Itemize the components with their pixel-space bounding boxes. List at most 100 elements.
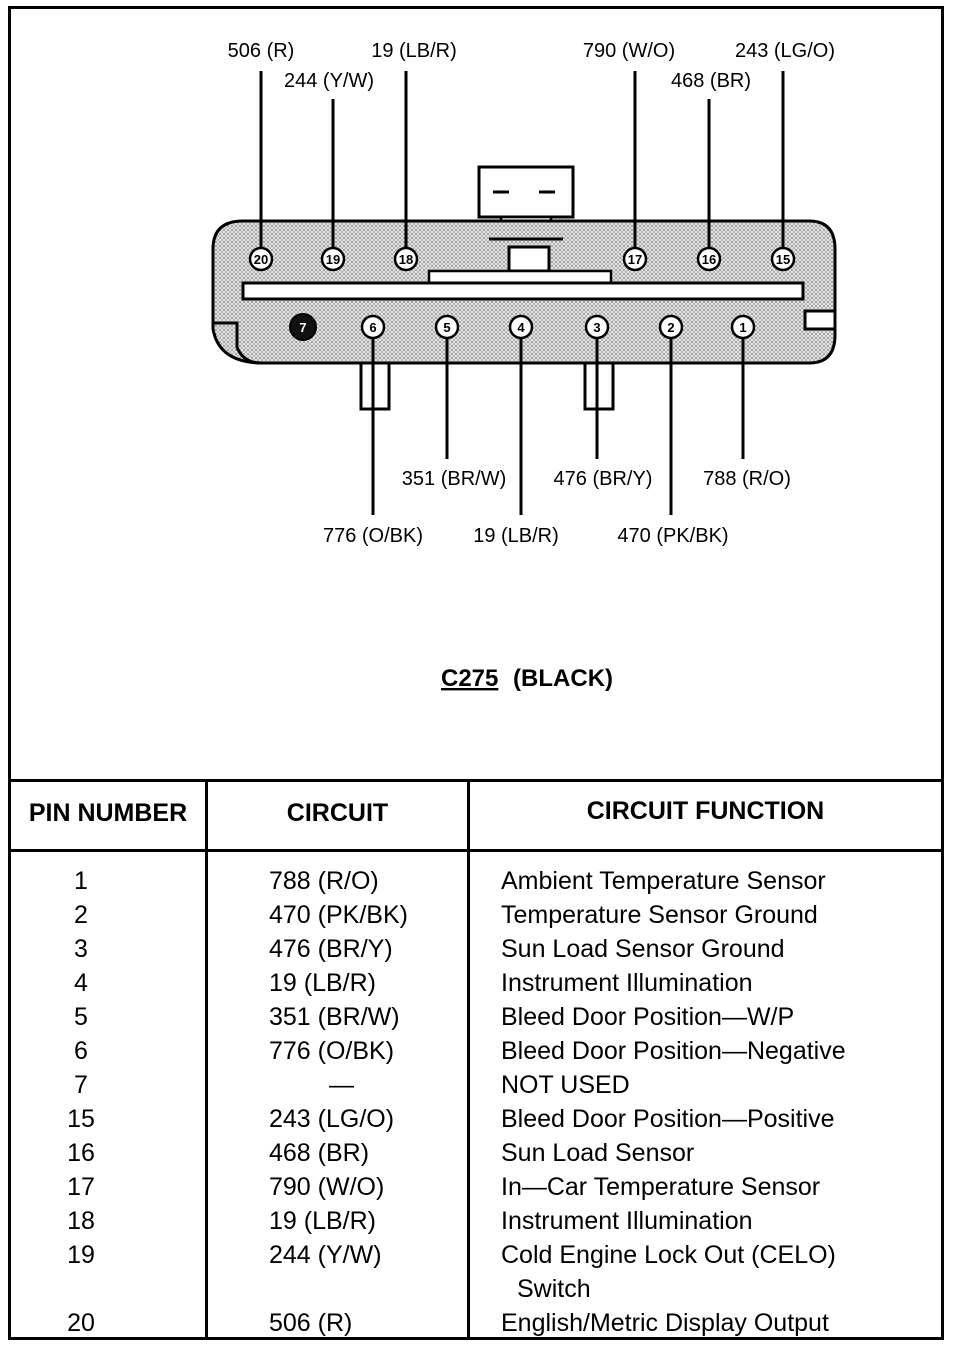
- top-row-wires: [259, 71, 785, 247]
- wire-label-pin-19: 244 (Y/W): [284, 70, 374, 92]
- svg-text:19: 19: [326, 252, 340, 267]
- function-cell: Cold Engine Lock Out (CELO): [501, 1241, 836, 1269]
- wire-label-pin-3: 476 (BR/Y): [554, 468, 653, 490]
- table-row: 20 506 (R) English/Metric Display Output: [11, 1309, 947, 1343]
- pin-cell: 7: [74, 1071, 88, 1099]
- circuit-cell: 788 (R/O): [269, 867, 379, 895]
- circuit-cell: 243 (LG/O): [269, 1105, 395, 1133]
- pin-cell: 1: [74, 867, 88, 895]
- wire-label-pin-18: 19 (LB/R): [371, 40, 457, 62]
- wire-label-pin-5: 351 (BR/W): [402, 468, 506, 490]
- pin-cell: 20: [67, 1309, 95, 1337]
- pin-cell: 6: [74, 1037, 88, 1065]
- function-cell: Sun Load Sensor: [501, 1139, 695, 1167]
- pin-19: 19: [320, 246, 346, 272]
- function-cell: NOT USED: [501, 1071, 630, 1099]
- wire-label-pin-17: 790 (W/O): [583, 40, 675, 62]
- circuit-cell: 19 (LB/R): [269, 969, 376, 997]
- table-row: 5 351 (BR/W) Bleed Door Position—W/P: [11, 1003, 947, 1037]
- pin-15: 15: [770, 246, 796, 272]
- function-cell: In—Car Temperature Sensor: [501, 1173, 821, 1201]
- pin-4: 4: [508, 314, 534, 340]
- table-row: 3 476 (BR/Y) Sun Load Sensor Ground: [11, 935, 947, 969]
- function-cell: Ambient Temperature Sensor: [501, 867, 826, 895]
- table-row: 7 — NOT USED: [11, 1071, 947, 1105]
- svg-text:17: 17: [628, 252, 642, 267]
- function-cell: Instrument Illumination: [501, 1207, 753, 1235]
- circuit-cell: 476 (BR/Y): [269, 935, 393, 963]
- function-cell: Bleed Door Position—W/P: [501, 1003, 795, 1031]
- wire-label-pin-16: 468 (BR): [671, 70, 751, 92]
- wire-label-pin-1: 788 (R/O): [703, 468, 791, 490]
- table-header-rule: [11, 849, 941, 852]
- figure-frame: 20 19 18 17 16 15 7 6: [8, 6, 944, 1340]
- pin-cell: 15: [67, 1105, 95, 1133]
- pin-cell: 17: [67, 1173, 95, 1201]
- connector-diagram: 20 19 18 17 16 15 7 6: [211, 40, 837, 692]
- pin-cell: 4: [74, 969, 88, 997]
- function-cell: Bleed Door Position—Positive: [501, 1105, 835, 1133]
- svg-text:18: 18: [399, 252, 413, 267]
- table-divider-2: [467, 779, 470, 1337]
- pin-7: 7: [289, 313, 317, 341]
- wire-label-pin-2: 470 (PK/BK): [617, 525, 728, 547]
- table-top-rule: [11, 779, 941, 782]
- function-cell: English/Metric Display Output: [501, 1309, 829, 1337]
- header-circuit-function: CIRCUIT FUNCTION: [586, 797, 825, 825]
- wire-label-pin-15: 243 (LG/O): [735, 40, 835, 62]
- circuit-cell: 506 (R): [269, 1309, 353, 1337]
- pin-6: 6: [360, 314, 386, 340]
- function-cell-continuation: Switch: [517, 1275, 591, 1303]
- pin-1: 1: [730, 314, 756, 340]
- table-row: 18 19 (LB/R) Instrument Illumination: [11, 1207, 947, 1241]
- pin-cell: 19: [67, 1241, 95, 1269]
- function-cell: Sun Load Sensor Ground: [501, 935, 785, 963]
- svg-text:4: 4: [517, 320, 525, 335]
- pin-cell: 3: [74, 935, 88, 963]
- circuit-cell: 790 (W/O): [269, 1173, 385, 1201]
- svg-text:20: 20: [254, 252, 268, 267]
- table-divider-1: [205, 779, 208, 1337]
- header-circuit: CIRCUIT: [286, 799, 389, 827]
- table-row: 19 244 (Y/W) Cold Engine Lock Out (CELO)…: [11, 1241, 947, 1309]
- circuit-cell: 468 (BR): [269, 1139, 370, 1167]
- wire-label-pin-20: 506 (R): [228, 40, 295, 62]
- bottom-row-wires: [371, 339, 745, 515]
- pin-18: 18: [393, 246, 419, 272]
- table-row: 1 788 (R/O) Ambient Temperature Sensor: [11, 867, 947, 901]
- wire-label-pin-6: 776 (O/BK): [323, 525, 423, 547]
- function-cell: Temperature Sensor Ground: [501, 901, 818, 929]
- circuit-cell: 19 (LB/R): [269, 1207, 376, 1235]
- svg-text:3: 3: [593, 320, 600, 335]
- pin-20: 20: [248, 246, 274, 272]
- table-row: 17 790 (W/O) In—Car Temperature Sensor: [11, 1173, 947, 1207]
- circuit-cell: 470 (PK/BK): [269, 901, 408, 929]
- wire-label-pin-4: 19 (LB/R): [473, 525, 559, 547]
- svg-text:15: 15: [776, 252, 790, 267]
- connector-title: C275 (BLACK): [441, 665, 613, 692]
- pin-2: 2: [658, 314, 684, 340]
- svg-text:2: 2: [667, 320, 674, 335]
- pin-5: 5: [434, 314, 460, 340]
- circuit-cell: 244 (Y/W): [269, 1241, 382, 1269]
- function-cell: Instrument Illumination: [501, 969, 753, 997]
- circuit-cell: 351 (BR/W): [269, 1003, 400, 1031]
- pin-3: 3: [584, 314, 610, 340]
- table-row: 4 19 (LB/R) Instrument Illumination: [11, 969, 947, 1003]
- table-row: 6 776 (O/BK) Bleed Door Position—Negativ…: [11, 1037, 947, 1071]
- header-pin-number: PIN NUMBER: [28, 799, 188, 827]
- pin-16: 16: [696, 246, 722, 272]
- svg-text:16: 16: [702, 252, 716, 267]
- svg-text:6: 6: [369, 320, 376, 335]
- table-row: 15 243 (LG/O) Bleed Door Position—Positi…: [11, 1105, 947, 1139]
- pin-cell: 2: [74, 901, 88, 929]
- function-cell: Bleed Door Position—Negative: [501, 1037, 846, 1065]
- table-row: 2 470 (PK/BK) Temperature Sensor Ground: [11, 901, 947, 935]
- svg-text:7: 7: [299, 320, 306, 335]
- table-row: 16 468 (BR) Sun Load Sensor: [11, 1139, 947, 1173]
- pin-cell: 5: [74, 1003, 88, 1031]
- connector-id: C275: [441, 665, 498, 692]
- connector-color-label: (BLACK): [513, 665, 613, 692]
- circuit-cell: 776 (O/BK): [269, 1037, 395, 1065]
- svg-text:5: 5: [443, 320, 450, 335]
